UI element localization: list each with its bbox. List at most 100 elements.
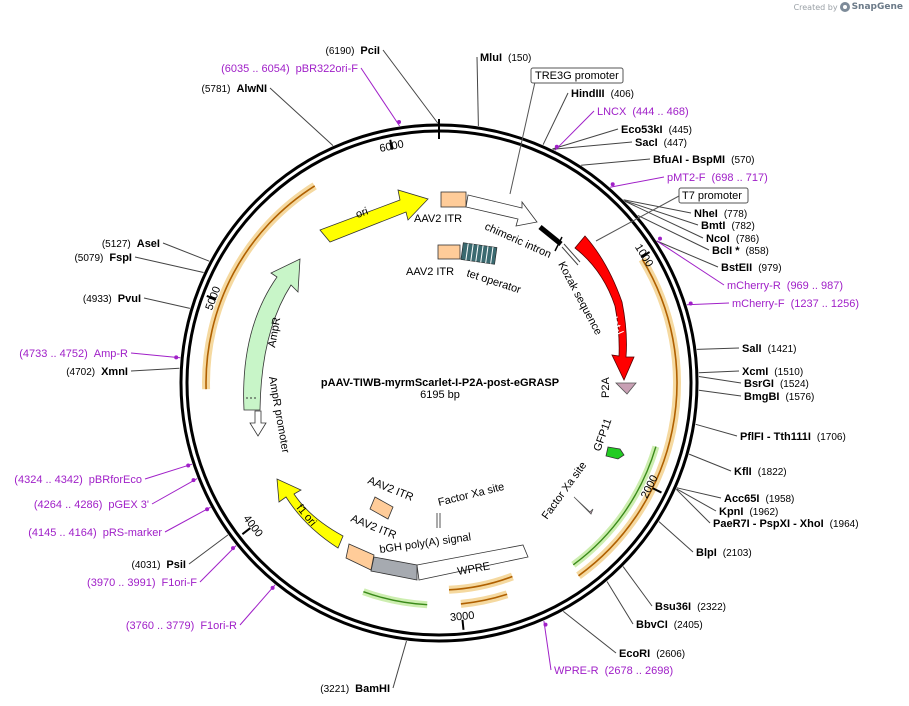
orange-ring-left-line <box>205 185 316 390</box>
enzyme-label[interactable]: NheI(778) <box>694 208 747 220</box>
ampr-arrow-icon[interactable] <box>243 258 301 411</box>
primer-range: (1237 .. 1256) <box>791 298 860 310</box>
enzyme-label[interactable]: MluI(150) <box>480 52 531 64</box>
enzyme-leader-line <box>698 389 742 397</box>
enzyme-label[interactable]: BsrGI(1524) <box>744 378 809 390</box>
enzyme-leader-line <box>675 488 711 524</box>
enzyme-position: (4702) <box>66 367 95 378</box>
enzyme-label[interactable]: BfuAI - BspMI(570) <box>653 154 754 166</box>
primer-name: pRS-marker <box>103 527 163 539</box>
enzyme-label[interactable]: (4933)PvuI <box>83 293 141 305</box>
enzyme-label[interactable]: NcoI(786) <box>706 233 759 245</box>
primer-leader-line <box>239 584 276 626</box>
tet-operator-icon[interactable] <box>460 242 498 265</box>
mscarlet-arrow-icon[interactable] <box>574 235 635 381</box>
wpre-green-arc-bottom[interactable] <box>362 588 428 609</box>
enzyme-leader-line <box>542 92 569 145</box>
enzyme-label[interactable]: HindIII(406) <box>571 88 634 100</box>
primer-name: pGEX 3' <box>108 499 149 511</box>
enzyme-label[interactable]: BclI *(858) <box>712 245 769 257</box>
primer-leader-line <box>360 67 401 127</box>
itr-box-icon[interactable] <box>440 191 467 208</box>
enzyme-label[interactable]: Bsu36I(2322) <box>655 601 726 613</box>
enzyme-label[interactable]: (5079)FspI <box>74 252 132 264</box>
ampr-promoter-arrow-icon[interactable] <box>249 410 267 437</box>
primer-label[interactable]: LNCX(444 .. 468) <box>597 106 689 118</box>
enzyme-label[interactable]: BmgBI(1576) <box>744 391 814 403</box>
primer-label[interactable]: (4145 .. 4164)pRS-marker <box>28 527 162 539</box>
f1ori-arrow-icon[interactable] <box>276 478 344 549</box>
enzyme-leader-line <box>676 487 722 499</box>
enzyme-name: KpnI <box>719 506 743 518</box>
enzyme-position: (786) <box>736 234 759 245</box>
feature-label-factor-xa-center: Factor Xa site <box>437 481 506 509</box>
feature-label-aav2-itr-mid: AAV2 ITR <box>366 475 415 504</box>
enzyme-label[interactable]: BbvCI(2405) <box>636 619 703 631</box>
primer-leader-line <box>610 176 665 188</box>
enzyme-leader-line <box>637 214 710 251</box>
primer-label[interactable]: pMT2-F(698 .. 717) <box>667 172 768 184</box>
tick-label: 6000 <box>378 138 404 155</box>
enzyme-label[interactable]: (5127)AseI <box>102 238 160 250</box>
gfp11-arrow-icon[interactable] <box>605 446 625 460</box>
kozak-icon[interactable] <box>538 225 581 266</box>
enzyme-label[interactable]: (4031)PsiI <box>132 559 186 571</box>
ori-arrow-icon[interactable] <box>319 189 429 243</box>
enzyme-label[interactable]: Eco53kI(445) <box>621 124 692 136</box>
enzyme-label[interactable]: PflFI - Tth111I(1706) <box>740 431 846 443</box>
enzyme-label[interactable]: Acc65I(1958) <box>724 493 794 505</box>
leader-line-layer <box>130 49 742 689</box>
p2a-arrow-icon[interactable] <box>615 382 637 395</box>
enzyme-leader-line <box>622 566 653 607</box>
bgh-box-icon[interactable] <box>370 556 418 581</box>
tick-mark <box>461 619 465 630</box>
enzyme-label[interactable]: PaeR7I - PspXI - XhoI(1964) <box>713 518 859 530</box>
primer-label[interactable]: mCherry-F(1237 .. 1256) <box>732 298 859 310</box>
itr-box-icon[interactable] <box>345 543 375 571</box>
enzyme-label[interactable]: XcmI(1510) <box>742 366 803 378</box>
enzyme-label[interactable]: SacI(447) <box>635 137 687 149</box>
enzyme-label[interactable]: KpnI(1962) <box>719 506 778 518</box>
factorxa-icon[interactable] <box>573 496 594 515</box>
primer-label[interactable]: (3970 .. 3991)F1ori-F <box>87 577 197 589</box>
factorxa-icon[interactable] <box>436 513 441 528</box>
enzyme-label[interactable]: EcoRI(2606) <box>619 648 685 660</box>
enzyme-label[interactable]: SalI(1421) <box>742 343 796 355</box>
itr-box-icon[interactable] <box>369 496 394 520</box>
boxed-label-text: TRE3G promoter <box>535 70 619 82</box>
enzyme-label[interactable]: KflI(1822) <box>734 466 787 478</box>
primer-site-icon <box>554 144 559 149</box>
boxed-label-tre3g-promoter[interactable]: TRE3G promoter <box>509 67 624 195</box>
primer-label[interactable]: (4264 .. 4286)pGEX 3' <box>34 499 149 511</box>
enzyme-label[interactable]: (6190)PciI <box>326 45 380 57</box>
orange-feature-layer <box>202 182 681 609</box>
orange-ring-bottom-2[interactable] <box>448 572 514 594</box>
primer-site-icon <box>397 120 401 124</box>
primer-label[interactable]: mCherry-R(969 .. 987) <box>727 280 843 292</box>
enzyme-position: (4031) <box>132 560 161 571</box>
feature-label-aav2-itr-top: AAV2 ITR <box>414 213 462 225</box>
intron-arrow-icon[interactable] <box>465 194 538 227</box>
feature-label-factor-xa-right: Factor Xa site <box>540 460 590 522</box>
primer-label[interactable]: (3760 .. 3779)F1ori-R <box>126 620 237 632</box>
enzyme-label[interactable]: (5781)AlwNI <box>202 83 267 95</box>
enzyme-label[interactable]: (4702)XmnI <box>66 366 128 378</box>
enzyme-label[interactable]: BstEII(979) <box>721 262 782 274</box>
enzyme-label[interactable]: BlpI(2103) <box>696 547 752 559</box>
enzyme-leader-line <box>269 87 334 146</box>
wpre-box-icon[interactable] <box>416 544 529 581</box>
boxed-label-t7-promoter[interactable]: T7 promoter <box>595 187 749 242</box>
primer-name: F1ori-R <box>200 620 237 632</box>
primer-label[interactable]: (4324 .. 4342)pBRforEco <box>14 474 142 486</box>
enzyme-leader-line <box>695 423 738 437</box>
enzyme-label[interactable]: BmtI(782) <box>701 220 755 232</box>
enzyme-leader-line <box>688 453 732 472</box>
primer-label[interactable]: WPRE-R(2678 .. 2698) <box>554 665 673 677</box>
primer-label[interactable]: (6035 .. 6054)pBR322ori-F <box>221 63 358 75</box>
enzyme-leader-line <box>696 347 740 350</box>
enzyme-label[interactable]: (3221)BamHI <box>320 683 390 695</box>
primer-label[interactable]: (4733 .. 4752)Amp-R <box>19 348 128 360</box>
enzyme-leader-line <box>552 128 619 150</box>
primer-range: (4324 .. 4342) <box>14 474 83 486</box>
itr-box-icon[interactable] <box>437 244 461 260</box>
